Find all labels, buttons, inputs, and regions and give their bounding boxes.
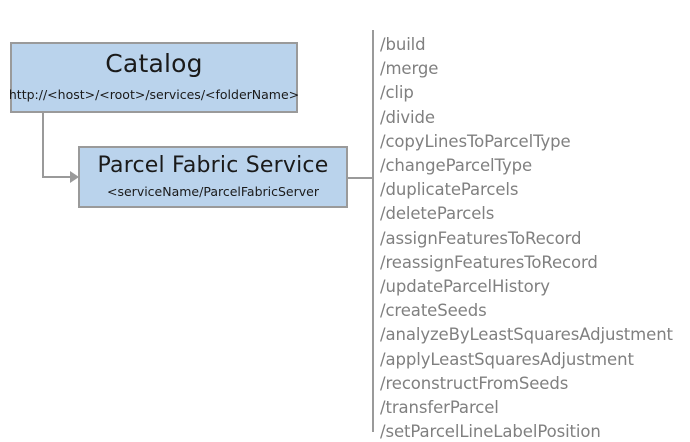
operation-item[interactable]: /copyLinesToParcelType: [380, 131, 571, 151]
connector-horizontal-catalog-to-service: [42, 176, 72, 178]
operation-item[interactable]: /divide: [380, 107, 435, 127]
operation-item[interactable]: /createSeeds: [380, 301, 487, 321]
operation-item[interactable]: /setParcelLineLabelPosition: [380, 422, 601, 442]
operation-item[interactable]: /transferParcel: [380, 398, 499, 418]
operation-item[interactable]: /build: [380, 35, 426, 54]
operation-item[interactable]: /analyzeByLeastSquaresAdjustment: [380, 325, 673, 345]
operation-item[interactable]: /reconstructFromSeeds: [380, 373, 569, 393]
node-parcel-fabric-service-title: Parcel Fabric Service: [97, 153, 329, 179]
node-catalog-url: http://<host>/<root>/services/<folderNam…: [8, 86, 300, 102]
node-catalog-title: Catalog: [105, 49, 203, 79]
operation-item[interactable]: /deleteParcels: [380, 204, 495, 224]
connector-service-to-operations: [348, 177, 374, 179]
operation-item[interactable]: /merge: [380, 59, 439, 79]
operation-item[interactable]: /clip: [380, 83, 414, 103]
connector-vertical-catalog-to-service: [42, 113, 44, 178]
operation-item[interactable]: /updateParcelHistory: [380, 277, 550, 297]
arrowhead-icon: [70, 171, 79, 183]
node-parcel-fabric-service-path: <serviceName/ParcelFabricServer: [107, 183, 319, 199]
node-catalog[interactable]: Catalog http://<host>/<root>/services/<f…: [8, 42, 300, 113]
operation-item[interactable]: /reassignFeaturesToRecord: [380, 252, 598, 272]
operations-list: /build/merge/clip/divide/copyLinesToParc…: [380, 33, 686, 442]
operations-divider-line: [372, 30, 374, 432]
operation-item[interactable]: /duplicateParcels: [380, 180, 519, 200]
operation-item[interactable]: /assignFeaturesToRecord: [380, 228, 582, 248]
node-parcel-fabric-service[interactable]: Parcel Fabric Service <serviceName/Parce…: [78, 146, 348, 208]
operation-item[interactable]: /applyLeastSquaresAdjustment: [380, 349, 634, 369]
operation-item[interactable]: /changeParcelType: [380, 156, 533, 176]
